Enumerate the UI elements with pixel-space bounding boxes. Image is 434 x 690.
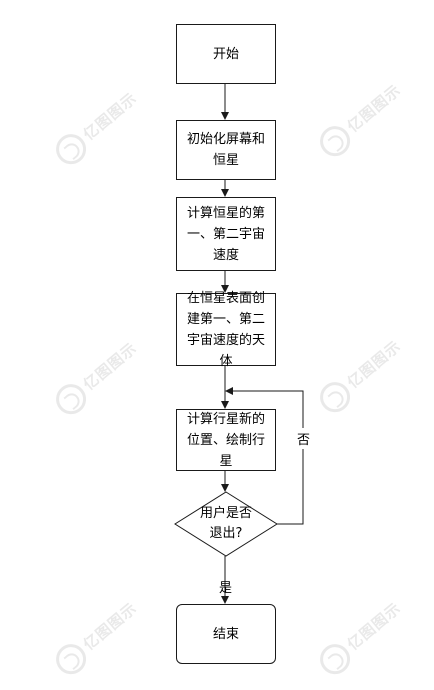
node-init-label: 初始化屏幕和恒星: [186, 132, 265, 168]
node-calc-speed: 计算恒星的第一、第二宇宙速度: [176, 197, 276, 271]
node-create-body-label: 在恒星表面创建第一、第二宇宙速度的天体: [186, 290, 265, 369]
edge-label-no: 否: [297, 428, 311, 449]
node-calc-planet: 计算行星新的位置、绘制行星: [176, 409, 276, 471]
node-init: 初始化屏幕和恒星: [176, 120, 276, 180]
node-end: 结束: [176, 604, 276, 664]
node-calc-speed-label: 计算恒星的第一、第二宇宙速度: [186, 205, 265, 263]
node-end-label: 结束: [212, 626, 239, 642]
node-calc-planet-label: 计算行星新的位置、绘制行星: [186, 411, 265, 469]
node-start-label: 开始: [212, 46, 239, 62]
decision-diamond: [174, 491, 278, 557]
node-create-body: 在恒星表面创建第一、第二宇宙速度的天体: [176, 291, 276, 369]
edge-decision-loop: [225, 387, 304, 525]
node-decision-label: 用户是否退出?: [199, 506, 252, 541]
node-decision: 用户是否退出?: [175, 492, 277, 556]
edge-label-yes: 是: [219, 581, 233, 596]
node-start: 开始: [176, 24, 276, 84]
